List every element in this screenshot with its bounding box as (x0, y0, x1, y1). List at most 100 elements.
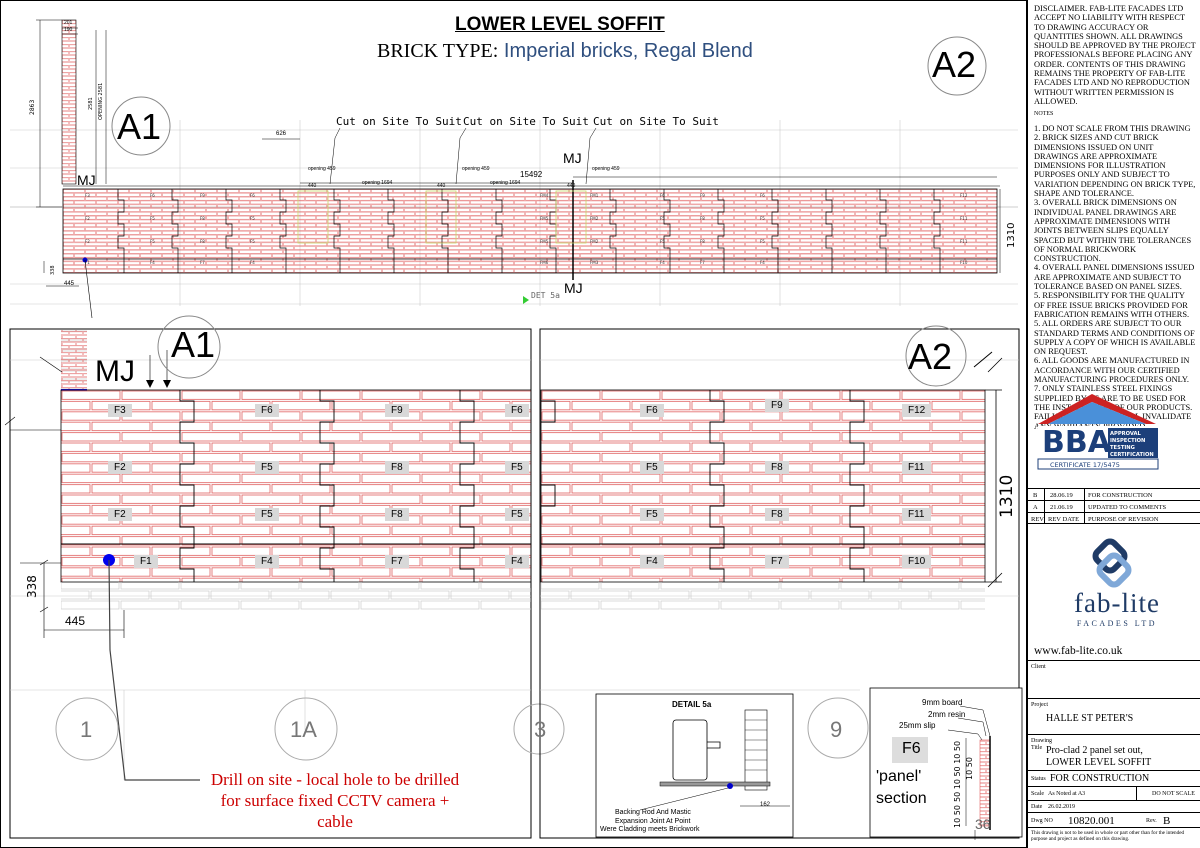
detail-note-line-3: Were Cladding meets Brickwork (600, 826, 700, 833)
detail-note: Backing Rod And Mastic Expansion Joint A… (600, 809, 699, 835)
dim-445-zoom: 445 (65, 614, 86, 628)
scale-label: Scale (1031, 791, 1044, 797)
svg-text:F6: F6 (760, 193, 765, 198)
svg-text:FM2: FM2 (590, 239, 599, 244)
svg-text:F8: F8 (700, 216, 705, 221)
svg-text:F9: F9 (700, 193, 705, 198)
panel-dims-col1b: 10 50 (953, 805, 962, 828)
detail-dim: 162 (760, 802, 771, 808)
project-row: Project HALLE ST PETER'S (1028, 698, 1200, 734)
svg-text:F11: F11 (960, 216, 968, 221)
dim-190: 190 (64, 27, 73, 33)
note-item: 5. ALL ORDERS ARE SUBJECT TO OUR STANDAR… (1034, 319, 1196, 357)
zoom-panel-label: F9 (765, 399, 789, 412)
svg-text:F5: F5 (760, 216, 765, 221)
svg-text:F10: F10 (960, 260, 968, 265)
brick-type-value: Imperial bricks, Regal Blend (503, 40, 753, 62)
zoom-panel-label: F5 (505, 461, 529, 474)
zoom-left (4, 315, 565, 839)
drawing-title: LOWER LEVEL SOFFIT (455, 14, 665, 35)
project-value: HALLE ST PETER'S (1046, 713, 1134, 724)
date-value: 26.02.2019 (1048, 804, 1075, 810)
zoom-panel-label: F4 (640, 555, 664, 568)
svg-text:F6: F6 (660, 193, 665, 198)
svg-text:F7: F7 (700, 260, 705, 265)
zoom-panel-label: F3 (108, 404, 132, 417)
bba-certificate: CERTIFICATE 17/5475 (1050, 461, 1120, 469)
svg-text:F1: F1 (85, 260, 90, 265)
zoom-panel-label: F9 (385, 404, 409, 417)
dim-338-zoom: 338 (25, 575, 39, 598)
date-row: Date 26.02.2019 (1028, 800, 1200, 812)
zoom-panel-label: F6 (640, 404, 664, 417)
panel-section (869, 687, 1023, 840)
svg-text:F3: F3 (85, 193, 90, 198)
mj-zoom: MJ (95, 355, 135, 388)
svg-text:FM5: FM5 (540, 216, 549, 221)
panel-label: F6 (902, 740, 921, 757)
svg-text:FM4: FM4 (540, 193, 549, 198)
company-logo: fab-lite FACADES LTD (1028, 530, 1200, 640)
zoom-panel-label: F5 (255, 508, 279, 521)
panel-dims-col2: 10 50 (965, 757, 974, 780)
zoom-panel-label: F8 (765, 508, 789, 521)
brick-type-label: BRICK TYPE: (377, 40, 499, 62)
dim-opening-459-3: opening 459 (592, 166, 620, 172)
rev-b-rev: B (1033, 492, 1038, 499)
zoom-panel-label: F1 (134, 555, 158, 568)
dwg-value: 10820.001 (1068, 815, 1115, 827)
svg-text:F5: F5 (660, 216, 665, 221)
company-sub: FACADES LTD (1076, 619, 1158, 628)
panel-resin: 2mm resin (928, 710, 966, 719)
company-website: www.fab-lite.co.uk (1034, 645, 1123, 657)
grid-label-1: 1 (80, 717, 93, 742)
svg-text:F12: F12 (960, 193, 968, 198)
rev-header-rev: REV (1031, 516, 1044, 523)
svg-text:F5: F5 (250, 216, 255, 221)
rev-label: Rev. (1146, 818, 1157, 824)
dwg-label: Dwg NO (1031, 818, 1053, 824)
rev-b-purpose: FOR CONSTRUCTION (1088, 492, 1153, 499)
panel-caption-2: section (876, 790, 927, 807)
zoom-panel-label: F8 (765, 461, 789, 474)
date-label: Date (1031, 804, 1043, 810)
zoom-panel-label: F2 (108, 461, 132, 474)
scale-value: As Noted at A3 (1048, 791, 1086, 797)
zoom-panel-label: F6 (505, 404, 529, 417)
disclaimer: DISCLAIMER. FAB-LITE FACADES LTD ACCEPT … (1034, 4, 1196, 106)
panel-caption-1: 'panel' (876, 768, 922, 785)
status-row: Status FOR CONSTRUCTION (1028, 770, 1200, 786)
rev-a-rev: A (1033, 504, 1038, 511)
dim-440-2: 440 (437, 183, 446, 189)
zoom-panel-label: F7 (765, 555, 789, 568)
bba-logo-text: BBA (1042, 425, 1112, 460)
drill-note-line-3: cable (317, 812, 353, 831)
dim-opening-459-2: opening 459 (462, 166, 490, 172)
note-item: 4. OVERALL PANEL DIMENSIONS ISSUED ARE A… (1034, 263, 1195, 292)
dim-626: 626 (276, 131, 287, 137)
bba-line-4: CERTIFICATION (1110, 452, 1154, 458)
revision-row-a: A 21.06.19 UPDATED TO COMMENTS (1028, 500, 1200, 512)
drawing-title-1: Pro-clad 2 panel set out, (1046, 745, 1143, 756)
title-block: DISCLAIMER. FAB-LITE FACADES LTD ACCEPT … (1027, 0, 1200, 848)
status-value: FOR CONSTRUCTION (1050, 773, 1150, 784)
dwg-row: Dwg NO 10820.001 Rev. B (1028, 812, 1200, 828)
zoom-panel-label: F7 (385, 555, 409, 568)
svg-text:F7: F7 (200, 260, 205, 265)
zoom-panel-label: F12 (902, 404, 932, 417)
zoom-panel-label: F5 (640, 461, 664, 474)
svg-text:F2: F2 (85, 216, 90, 221)
svg-text:F8: F8 (200, 216, 205, 221)
svg-text:F5: F5 (760, 239, 765, 244)
dim-2581: 2581 (88, 97, 94, 110)
section-a1-top: A1 (117, 106, 162, 147)
svg-text:F4: F4 (660, 260, 665, 265)
dim-440-1: 440 (308, 183, 317, 189)
mj-top-bottom: MJ (564, 280, 583, 296)
section-a1-zoom: A1 (171, 324, 216, 365)
cut-note-1: Cut on Site To Suit (336, 115, 462, 128)
cut-note-2: Cut on Site To Suit (463, 115, 589, 128)
zoom-panel-label: F8 (385, 508, 409, 521)
note-item: 2. BRICK SIZES AND CUT BRICK DIMENSIONS … (1034, 133, 1196, 199)
